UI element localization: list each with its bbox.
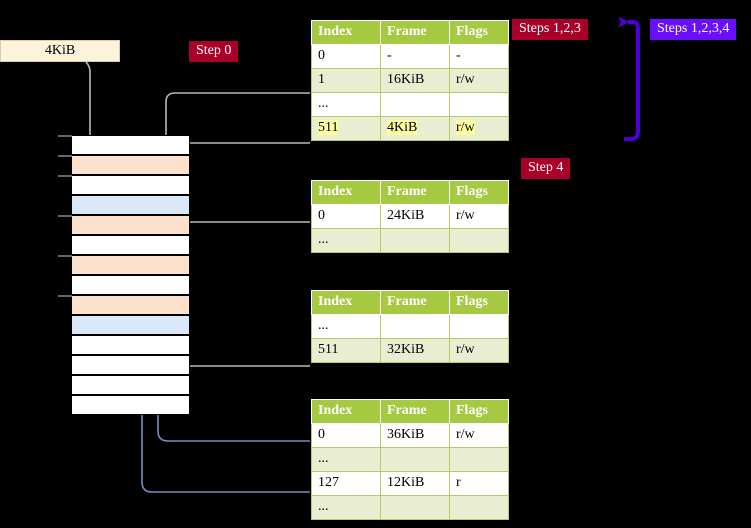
column-header-flags: Flags <box>449 290 509 315</box>
physical-memory-frames <box>71 135 190 415</box>
badge-steps-1-2-3-4: Steps 1,2,3,4 <box>650 19 737 40</box>
wire-l3-to-mem <box>173 221 310 262</box>
table-row: ... <box>311 92 509 117</box>
cell-index: ... <box>311 314 381 339</box>
cell-flags <box>449 228 509 253</box>
memory-frame-row <box>71 235 190 255</box>
cell-frame: 12KiB <box>380 471 450 496</box>
cell-index: 0 <box>311 204 381 229</box>
column-header-flags: Flags <box>449 180 509 205</box>
cell-flags: r <box>449 471 509 496</box>
memory-tick <box>58 295 72 297</box>
memory-frame-row <box>71 175 190 195</box>
memory-frame-row <box>71 135 190 155</box>
memory-tick <box>58 155 72 157</box>
table-header-row: Index Frame Flags <box>311 399 509 424</box>
wire-l4-row511-out <box>190 142 310 144</box>
cell-frame <box>380 447 450 472</box>
memory-frame-row <box>71 255 190 275</box>
cell-index: ... <box>311 495 381 520</box>
memory-frame-row <box>71 195 190 215</box>
cell-flags: r/w <box>449 338 509 363</box>
memory-frame-row <box>71 275 190 295</box>
column-header-index: Index <box>311 180 381 205</box>
cell-flags: - <box>449 44 509 69</box>
cell-flags <box>449 447 509 472</box>
column-header-frame: Frame <box>380 20 450 45</box>
table-row: ... <box>311 495 509 520</box>
column-header-index: Index <box>311 399 381 424</box>
cell-frame: 16KiB <box>380 68 450 93</box>
cell-frame <box>380 495 450 520</box>
memory-frame-row <box>71 215 190 235</box>
cell-flags: r/w <box>449 68 509 93</box>
table-row: 0 36KiB r/w <box>311 423 509 448</box>
frame-size-caption: 4KiB <box>0 40 120 62</box>
table-row-highlighted: 511 4KiB r/w <box>311 116 509 141</box>
table-header-row: Index Frame Flags <box>311 180 509 205</box>
memory-frame-row <box>71 375 190 395</box>
wire-purple-bracket <box>618 16 640 141</box>
cell-index: ... <box>311 92 381 117</box>
column-header-index: Index <box>311 290 381 315</box>
memory-frame-row <box>71 295 190 315</box>
cell-frame <box>380 314 450 339</box>
cell-flags: r/w <box>449 116 509 141</box>
cell-index: 0 <box>311 423 381 448</box>
cell-frame: 4KiB <box>380 116 450 141</box>
table-row: ... <box>311 447 509 472</box>
page-table-level-2: Index Frame Flags ... 511 32KiB r/w <box>311 290 509 363</box>
column-header-flags: Flags <box>449 20 509 45</box>
badge-step-0: Step 0 <box>189 41 239 62</box>
memory-tick <box>58 135 72 137</box>
page-table-level-1: Index Frame Flags 0 36KiB r/w ... 127 12… <box>311 399 509 520</box>
wire-l2-to-mem <box>173 316 310 367</box>
cell-frame: 36KiB <box>380 423 450 448</box>
table-row: ... <box>311 228 509 253</box>
memory-frame-row <box>71 395 190 415</box>
badge-step-4: Step 4 <box>521 158 571 179</box>
cell-index: 0 <box>311 44 381 69</box>
page-table-level-4: Index Frame Flags 0 - - 1 16KiB r/w ... <box>311 20 509 141</box>
cell-frame: - <box>380 44 450 69</box>
table-row: ... <box>311 314 509 339</box>
table-row: 0 24KiB r/w <box>311 204 509 229</box>
cell-flags <box>449 314 509 339</box>
table-header-row: Index Frame Flags <box>311 290 509 315</box>
column-header-frame: Frame <box>380 399 450 424</box>
column-header-index: Index <box>311 20 381 45</box>
table-header-row: Index Frame Flags <box>311 20 509 45</box>
cell-flags <box>449 92 509 117</box>
cell-index: 1 <box>311 68 381 93</box>
cell-frame <box>380 92 450 117</box>
cell-frame: 32KiB <box>380 338 450 363</box>
memory-frame-row <box>71 315 190 335</box>
cell-index: ... <box>311 447 381 472</box>
page-table-level-3: Index Frame Flags 0 24KiB r/w ... <box>311 180 509 253</box>
table-row: 0 - - <box>311 44 509 69</box>
cell-flags: r/w <box>449 204 509 229</box>
wire-4kib-to-frame <box>85 61 97 149</box>
cell-index: ... <box>311 228 381 253</box>
memory-frame-row <box>71 355 190 375</box>
cell-flags <box>449 495 509 520</box>
table-row: 511 32KiB r/w <box>311 338 509 363</box>
memory-frame-row <box>71 155 190 175</box>
cell-index: 511 <box>311 116 381 141</box>
cell-flags: r/w <box>449 423 509 448</box>
memory-tick <box>58 175 72 177</box>
table-row: 127 12KiB r <box>311 471 509 496</box>
column-header-frame: Frame <box>380 290 450 315</box>
column-header-frame: Frame <box>380 180 450 205</box>
memory-tick <box>58 215 72 217</box>
cell-frame: 24KiB <box>380 204 450 229</box>
memory-frame-row <box>71 335 190 355</box>
cell-frame <box>380 228 450 253</box>
memory-tick <box>58 255 72 257</box>
table-row: 1 16KiB r/w <box>311 68 509 93</box>
badge-steps-1-2-3: Steps 1,2,3 <box>512 19 588 40</box>
cell-index: 127 <box>311 471 381 496</box>
cell-index: 511 <box>311 338 381 363</box>
column-header-flags: Flags <box>449 399 509 424</box>
